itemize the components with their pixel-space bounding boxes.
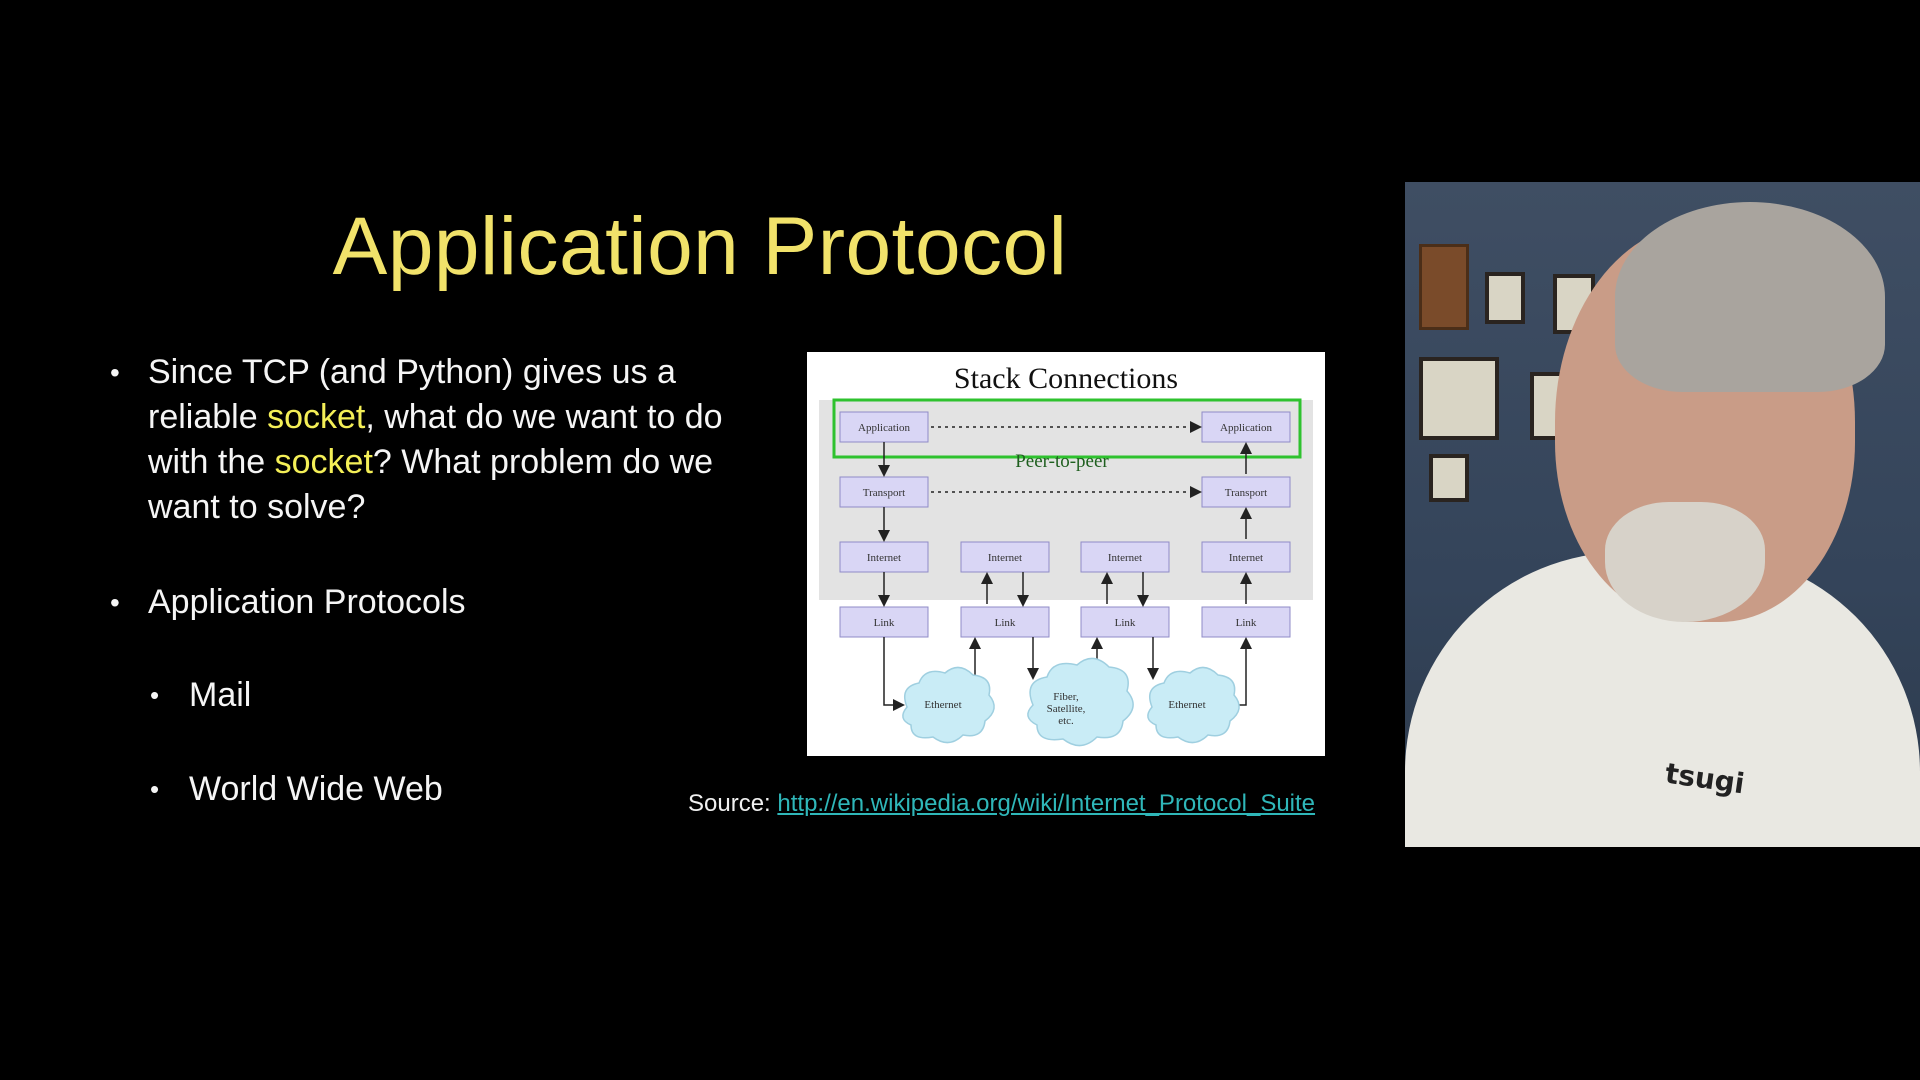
internet-label-4: Internet	[1229, 552, 1263, 564]
internet-label-3: Internet	[1108, 552, 1142, 564]
fiber-satellite-cloud	[1027, 657, 1134, 747]
bullet-text: , what do we want to do with the	[148, 398, 723, 481]
ethernet-label-left: Ethernet	[924, 699, 961, 711]
link-box-4	[1201, 606, 1291, 638]
internet-box-4	[1201, 541, 1291, 573]
link-label-3: Link	[1115, 617, 1136, 629]
source-label: Source:	[688, 790, 778, 817]
link-box-2	[960, 606, 1050, 638]
internet-label-2: Internet	[988, 552, 1022, 564]
person-hair	[1615, 202, 1885, 392]
fiber-satellite-label: Fiber,Satellite,etc.	[1047, 691, 1086, 727]
internet-box-1	[839, 541, 929, 573]
bullet-text: ? What problem do we want to solve?	[148, 443, 714, 526]
wall-frame	[1429, 454, 1469, 502]
bullet-tcp-socket: Since TCP (and Python) gives us a reliab…	[110, 350, 760, 530]
internet-label-1: Internet	[867, 552, 901, 564]
source-citation: Source: http://en.wikipedia.org/wiki/Int…	[688, 790, 1315, 818]
transport-label-right: Transport	[1225, 487, 1267, 499]
internet-box-3	[1080, 541, 1170, 573]
highlight-socket: socket	[274, 443, 373, 481]
slide-title: Application Protocol	[332, 201, 1068, 292]
application-box-left	[839, 411, 929, 443]
link-label-2: Link	[995, 617, 1016, 629]
link-label-4: Link	[1236, 617, 1257, 629]
link-label-1: Link	[874, 617, 895, 629]
highlight-socket: socket	[267, 398, 366, 436]
peer-to-peer-label: Peer-to-peer	[1015, 451, 1109, 472]
application-label-right: Application	[1220, 422, 1272, 434]
person-beard	[1605, 502, 1765, 622]
internet-box-2	[960, 541, 1050, 573]
wall-plaque	[1419, 244, 1469, 330]
bullet-application-protocols: Application Protocols	[110, 580, 760, 625]
ethernet-cloud-right	[1147, 666, 1240, 744]
ethernet-cloud-left	[902, 666, 995, 744]
bullet-text: Since TCP (and Python) gives us a reliab…	[148, 353, 676, 436]
diagram-svg: Stack Connections Peer-to-peer Applicati…	[819, 362, 1313, 747]
source-link[interactable]: http://en.wikipedia.org/wiki/Internet_Pr…	[777, 790, 1316, 817]
bullet-list: Since TCP (and Python) gives us a reliab…	[110, 350, 760, 861]
application-label-left: Application	[858, 422, 910, 434]
wall-frame	[1485, 272, 1525, 324]
link-box-1	[839, 606, 929, 638]
stack-connections-diagram: Stack Connections Peer-to-peer Applicati…	[807, 352, 1325, 756]
sub-bullet-mail: Mail	[110, 673, 760, 718]
application-box-right	[1201, 411, 1291, 443]
webcam-video-overlay: tsugi	[1405, 182, 1920, 847]
diagram-title: Stack Connections	[954, 362, 1178, 395]
link-to-ethernet-arrow	[883, 637, 905, 711]
sub-bullet-www: World Wide Web	[110, 767, 760, 812]
link-box-3	[1080, 606, 1170, 638]
peer-to-peer-box	[832, 398, 1302, 459]
transport-box-left	[839, 476, 929, 508]
ethernet-label-right: Ethernet	[1168, 699, 1205, 711]
transport-label-left: Transport	[863, 487, 905, 499]
transport-box-right	[1201, 476, 1291, 508]
wall-frame	[1419, 357, 1499, 440]
